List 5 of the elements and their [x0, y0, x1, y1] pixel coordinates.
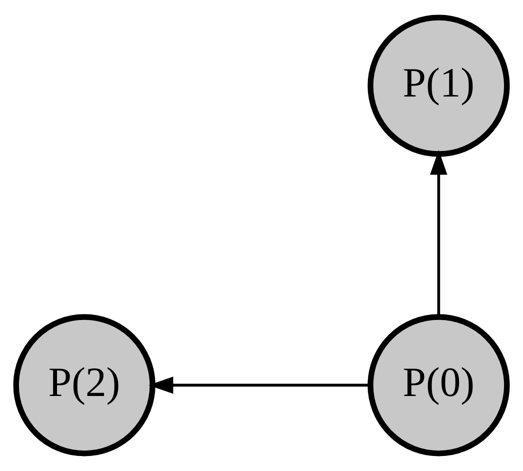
node-circle: P(1)	[368, 14, 510, 157]
arrow	[430, 150, 448, 317]
node-circle: P(2)	[13, 314, 156, 456]
node-circle: P(0)	[368, 314, 510, 456]
arrow	[148, 376, 370, 394]
